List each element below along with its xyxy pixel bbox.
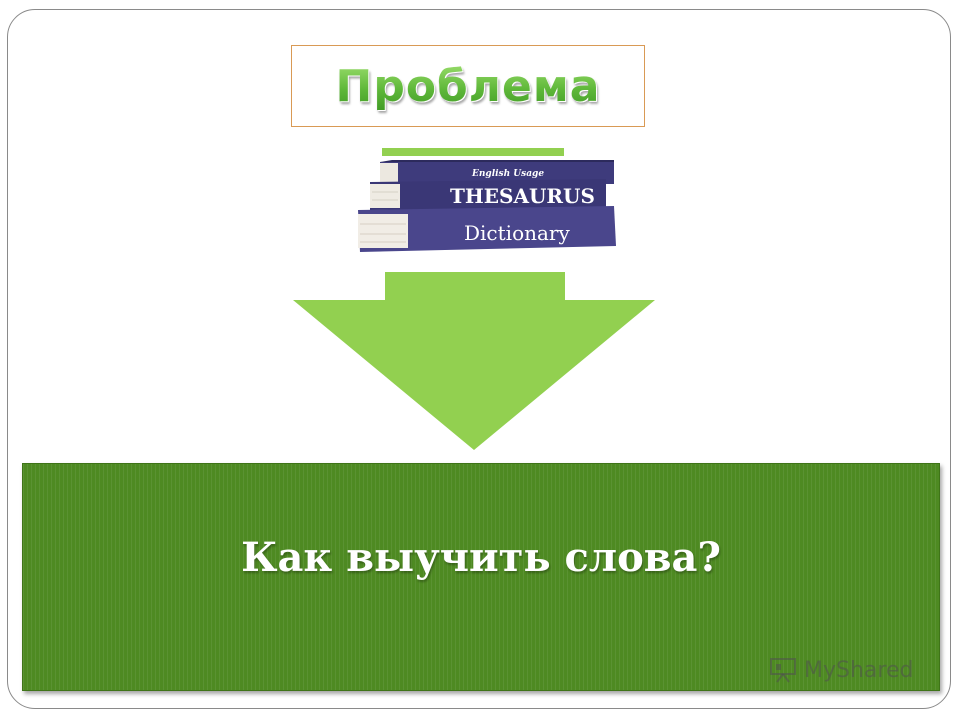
book-bottom-label: Dictionary <box>464 221 570 245</box>
book-dictionary: Dictionary <box>358 206 616 252</box>
title-box: Проблема <box>291 45 645 127</box>
book-thesaurus: THESAURUS <box>370 179 606 210</box>
book-middle-label: THESAURUS <box>450 184 595 208</box>
presentation-icon <box>770 658 796 683</box>
watermark-text: MyShared <box>804 657 914 683</box>
slide-title: Проблема <box>335 60 601 112</box>
down-arrow <box>293 272 655 450</box>
books-illustration: English Usage THESAURUS Dictionary <box>358 148 616 252</box>
question-text: Как выучить слова? <box>241 534 721 581</box>
book-english-usage: English Usage <box>380 160 614 184</box>
watermark: MyShared <box>768 655 913 685</box>
arrow-stem-top <box>382 148 564 156</box>
book-top-label: English Usage <box>471 169 544 179</box>
question-panel: Как выучить слова? <box>22 463 940 691</box>
